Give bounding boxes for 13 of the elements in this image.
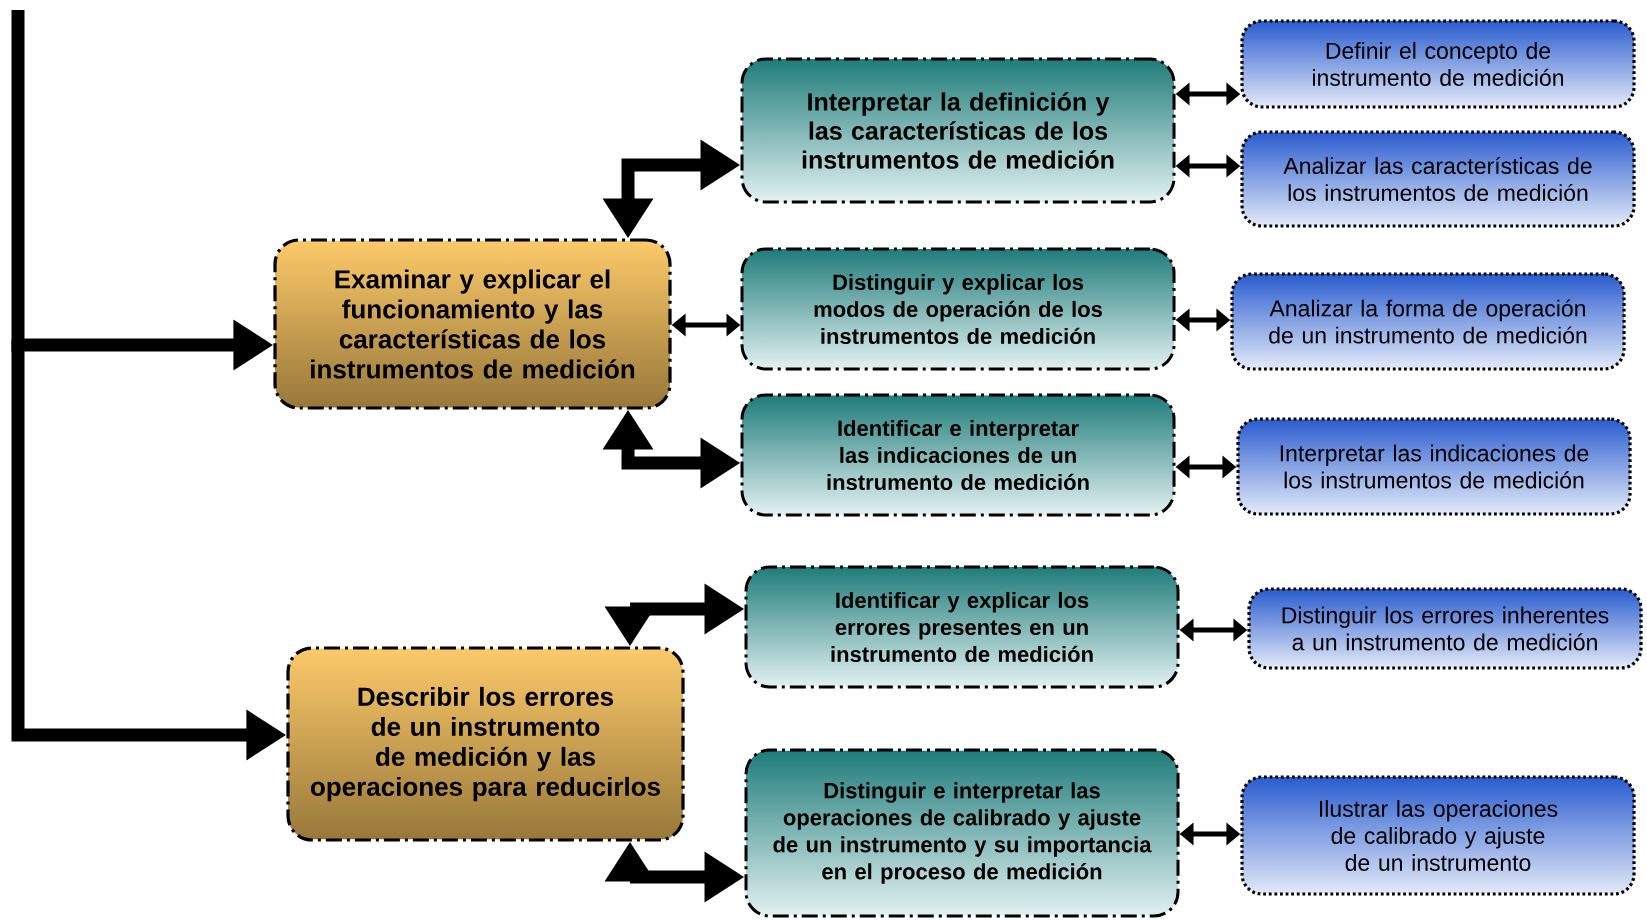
process-box: Examinar y explicar el funcionamiento y las características de los instrumentos de medición: [273, 238, 672, 410]
process-box: Interpretar las indicaciones de los instrumentos de medición: [1236, 417, 1632, 516]
process-box: Distinguir los errores inherentes a un instrumento de medición: [1247, 587, 1643, 670]
process-box: Identificar e interpretar las indicaciones de un instrumento de medición: [740, 393, 1176, 517]
process-box: Describir los errores de un instrumento de medición y las operaciones para reducirlos: [286, 646, 685, 842]
process-box: Definir el concepto de instrumento de medición: [1240, 19, 1636, 109]
process-box: Analizar la forma de operación de un instrumento de medición: [1230, 272, 1626, 371]
process-box: Interpretar la definición y las características de los instrumentos de medición: [740, 57, 1176, 204]
process-box: Distinguir e interpretar las operaciones de calibrado y ajuste de un instrumento y su importancia en el proceso de medición: [744, 748, 1180, 918]
process-box: Identificar y explicar los errores presentes en un instrumento de medición: [744, 565, 1180, 689]
process-box: Analizar las características de los instrumentos de medición: [1240, 130, 1636, 228]
process-box: Ilustrar las operaciones de calibrado y ajuste de un instrumento: [1240, 775, 1636, 896]
process-box: Distinguir y explicar los modos de operación de los instrumentos de medición: [740, 247, 1176, 371]
